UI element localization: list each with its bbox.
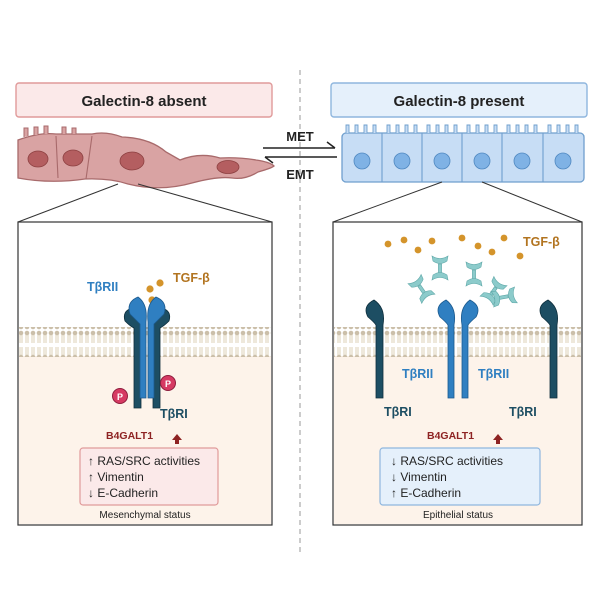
tgf-beta-ligand-icon bbox=[384, 240, 392, 248]
tgf-beta-ligand-icon bbox=[146, 285, 154, 293]
tgf-beta-ligand-icon bbox=[414, 246, 422, 254]
left-tgf-beta-label: TGF-β bbox=[173, 271, 210, 285]
left-status-label: Mesenchymal status bbox=[99, 510, 190, 521]
mesenchymal-nucleus bbox=[119, 151, 145, 171]
epithelial-nucleus bbox=[513, 152, 531, 170]
right-effect-1: ↓ RAS/SRC activities bbox=[391, 454, 503, 468]
left-effect-1: ↑ RAS/SRC activities bbox=[88, 454, 200, 468]
left-effect-2: ↑ Vimentin bbox=[88, 470, 144, 484]
left-effects-box bbox=[79, 447, 219, 506]
epithelial-nucleus bbox=[554, 152, 572, 170]
emt-label: EMT bbox=[286, 167, 314, 182]
transition-arrows: MET EMT bbox=[263, 129, 337, 182]
epithelial-nucleus bbox=[473, 152, 491, 170]
right-effect-2: ↓ Vimentin bbox=[391, 470, 447, 484]
receptor-ii bbox=[128, 296, 147, 399]
right-receptors bbox=[365, 299, 558, 399]
tgf-beta-ligand-icon bbox=[428, 237, 436, 245]
left-header-box bbox=[15, 82, 273, 118]
cell-borders bbox=[381, 133, 544, 182]
up-arrow-icon bbox=[493, 434, 503, 444]
right-status-label: Epithelial status bbox=[423, 510, 493, 521]
epithelial-cell-layer bbox=[341, 124, 585, 183]
receptor-ii bbox=[460, 299, 479, 399]
receptor-ii bbox=[437, 299, 456, 399]
receptor-i bbox=[365, 299, 384, 399]
mesenchymal-cell-layer bbox=[17, 125, 275, 189]
tgf-beta-ligand-icon bbox=[474, 242, 482, 250]
epithelial-cell-strip bbox=[341, 132, 585, 183]
forward-arrow-icon bbox=[263, 141, 336, 149]
zoom-line bbox=[332, 181, 443, 223]
right-panel: Galectin-8 present bbox=[330, 82, 588, 526]
left-receptor-ii-label: TβRII bbox=[87, 280, 118, 294]
left-receptor-complex bbox=[123, 296, 171, 409]
microvilli bbox=[345, 124, 579, 133]
left-receptor-i-label: TβRI bbox=[160, 407, 188, 421]
left-header-title: Galectin-8 absent bbox=[81, 93, 206, 110]
zoom-line bbox=[17, 183, 119, 223]
right-tgf-beta-label: TGF-β bbox=[523, 235, 560, 249]
right-header-box bbox=[330, 82, 588, 118]
left-effect-3: ↓ E-Cadherin bbox=[88, 486, 158, 500]
phospho-badge-icon: P bbox=[160, 375, 176, 391]
tgf-beta-ligand-icon bbox=[458, 234, 466, 242]
zoom-line bbox=[481, 181, 583, 223]
right-receptor-ii-label-left: TβRII bbox=[402, 367, 433, 381]
right-effects-box bbox=[379, 447, 541, 506]
microvilli bbox=[23, 125, 77, 137]
phospho-label: P bbox=[117, 392, 123, 402]
epithelial-nucleus bbox=[433, 152, 451, 170]
mesenchymal-cell bbox=[17, 132, 275, 189]
right-tgf-beta-cluster bbox=[384, 234, 524, 260]
mesenchymal-nucleus bbox=[216, 160, 240, 174]
tgf-beta-ligand-icon bbox=[500, 234, 508, 242]
tgf-beta-ligand-icon bbox=[488, 248, 496, 256]
left-panel: Galectin-8 absent TGF-β TβRII bbox=[15, 82, 275, 526]
right-effect-3: ↑ E-Cadherin bbox=[391, 486, 461, 500]
right-receptor-ii-label-right: TβRII bbox=[478, 367, 509, 381]
zoom-line bbox=[137, 183, 273, 223]
epithelial-nucleus bbox=[353, 152, 371, 170]
tgf-beta-ligand-icon bbox=[156, 279, 164, 287]
right-receptor-i-label-left: TβRI bbox=[384, 405, 412, 419]
receptor-ii bbox=[147, 296, 166, 399]
mesenchymal-nucleus bbox=[27, 150, 49, 168]
right-receptor-i-label-right: TβRI bbox=[509, 405, 537, 419]
tgf-beta-ligand-icon bbox=[400, 236, 408, 244]
mesenchymal-nucleus bbox=[62, 149, 84, 167]
phospho-label: P bbox=[165, 379, 171, 389]
phospho-badge-icon: P bbox=[112, 388, 128, 404]
met-label: MET bbox=[286, 129, 314, 144]
right-gene-label: B4GALT1 bbox=[427, 430, 474, 442]
up-arrow-icon bbox=[172, 434, 182, 444]
reverse-arrow-icon bbox=[264, 156, 337, 164]
right-header-title: Galectin-8 present bbox=[394, 93, 525, 110]
receptor-i bbox=[539, 299, 558, 399]
left-gene-label: B4GALT1 bbox=[106, 430, 153, 442]
cell-border bbox=[55, 135, 93, 180]
right-membrane bbox=[334, 327, 581, 357]
epithelial-nucleus bbox=[393, 152, 411, 170]
tgf-beta-ligand-icon bbox=[516, 252, 524, 260]
